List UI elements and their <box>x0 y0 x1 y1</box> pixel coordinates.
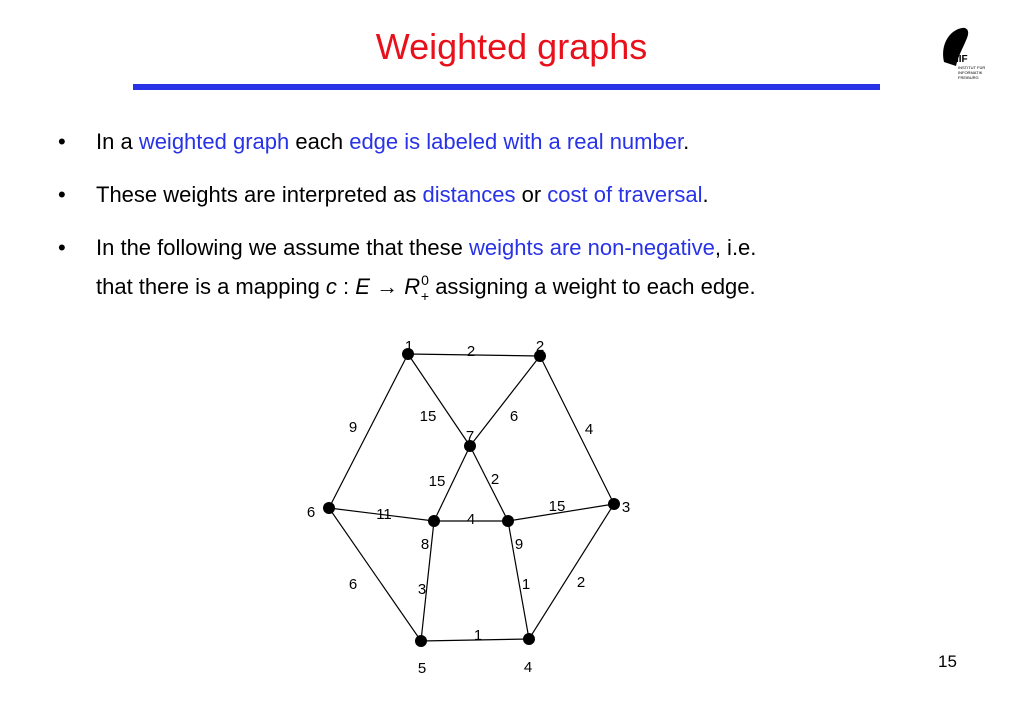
node-label: 3 <box>622 499 630 516</box>
edge-weight-label: 2 <box>577 574 585 591</box>
graph-node-6 <box>323 502 335 514</box>
iif-logo-icon: IIF INSTITUT FÜR INFORMATIK FREIBURG <box>943 27 985 80</box>
math-e: E <box>355 274 370 299</box>
bullet-highlight: cost of traversal <box>547 182 703 207</box>
graph-edge-2-3 <box>539 355 615 505</box>
graph-edge-6-5 <box>328 507 422 642</box>
graph-node-1 <box>402 348 414 360</box>
node-label: 6 <box>307 504 315 521</box>
node-label: 5 <box>418 660 426 677</box>
node-label: 4 <box>524 659 532 676</box>
graph-edge-6-8 <box>328 507 435 522</box>
graph-edge-1-7 <box>407 353 471 447</box>
edge-weight-label: 3 <box>418 581 426 598</box>
edge-weight-label: 15 <box>420 408 437 425</box>
edge-weight-label: 9 <box>349 419 357 436</box>
bullet-highlight: distances <box>422 182 516 207</box>
edge-weight-label: 15 <box>429 473 446 490</box>
node-label: 7 <box>466 428 474 445</box>
slide-title: Weighted graphs <box>375 26 648 67</box>
node-label: 1 <box>405 338 413 355</box>
arrow-icon: → <box>376 274 399 299</box>
graph-edge-2-7 <box>469 355 541 447</box>
graph-edge-5-4 <box>420 638 530 642</box>
bullet-item-1: • In a weighted graph each edge is label… <box>58 126 958 158</box>
bullet-dot-icon: • <box>58 129 66 154</box>
bullet-text: In the following we assume that these <box>96 235 469 260</box>
node-label: 9 <box>515 536 523 553</box>
graph-edge-3-4 <box>528 503 615 640</box>
math-colon: : <box>336 274 356 299</box>
math-c: c <box>325 274 337 299</box>
bullet-text: , i.e. <box>714 235 757 260</box>
edge-weight-label: 2 <box>467 343 475 360</box>
graph-edge-8-5 <box>420 520 435 642</box>
math-superscript: 0 <box>421 272 429 288</box>
edge-weight-label: 6 <box>349 576 357 593</box>
edge-weight-label: 4 <box>585 421 593 438</box>
bullet-text: In a <box>96 129 139 154</box>
graph-node-7 <box>464 440 476 452</box>
bullet-text: assigning a weight to each edge. <box>429 274 756 299</box>
bullet-highlight: edge is labeled with a real number <box>349 129 684 154</box>
graph-node-5 <box>415 635 427 647</box>
edge-weight-label: 11 <box>376 506 392 523</box>
edge-weight-label: 4 <box>467 511 475 528</box>
logo-label: IIF <box>956 54 968 65</box>
bullet-highlight: weighted graph <box>138 129 290 154</box>
bullet-text: that there is a mapping <box>96 274 326 299</box>
logo-line1: INSTITUT FÜR <box>958 65 985 70</box>
graph-edge-1-2 <box>407 353 541 357</box>
graph-node-9 <box>502 515 514 527</box>
bullet-text: . <box>702 182 709 207</box>
bullet-text: These weights are interpreted as <box>96 182 423 207</box>
math-r: R <box>404 274 421 299</box>
edge-weight-label: 1 <box>522 576 530 593</box>
edge-weight-label: 15 <box>549 498 566 515</box>
node-label: 2 <box>536 338 544 355</box>
bullet-highlight: weights are non-negative <box>469 235 715 260</box>
graph-node-2 <box>534 350 546 362</box>
graph-node-8 <box>428 515 440 527</box>
bullet-item-2: • These weights are interpreted as dista… <box>58 179 958 211</box>
edge-weight-label: 6 <box>510 408 518 425</box>
edge-weight-label: 1 <box>474 627 482 644</box>
edge-weight-label: 2 <box>491 471 499 488</box>
bullet-dot-icon: • <box>58 182 66 207</box>
logo-line2: INFORMATIK <box>958 70 983 75</box>
logo-line3: FREIBURG <box>958 75 979 80</box>
bullet-item-3: • In the following we assume that these … <box>58 232 958 312</box>
bullet-text: or <box>515 182 548 207</box>
page-number: 15 <box>938 652 957 671</box>
graph-edge-7-8 <box>433 445 471 522</box>
bullet-list: • In a weighted graph each edge is label… <box>58 126 958 333</box>
node-label: 8 <box>421 536 429 553</box>
graph-node-3 <box>608 498 620 510</box>
graph-node-4 <box>523 633 535 645</box>
bullet-text: . <box>683 129 690 154</box>
graph-edge-9-3 <box>507 503 615 522</box>
graph-edge-7-9 <box>469 445 509 522</box>
bullet-text: each <box>289 129 350 154</box>
graph-edge-9-4 <box>507 520 530 640</box>
title-underline <box>133 84 880 90</box>
graph-edge-1-6 <box>328 353 409 509</box>
bullet-dot-icon: • <box>58 235 66 260</box>
math-subscript: + <box>420 288 430 304</box>
